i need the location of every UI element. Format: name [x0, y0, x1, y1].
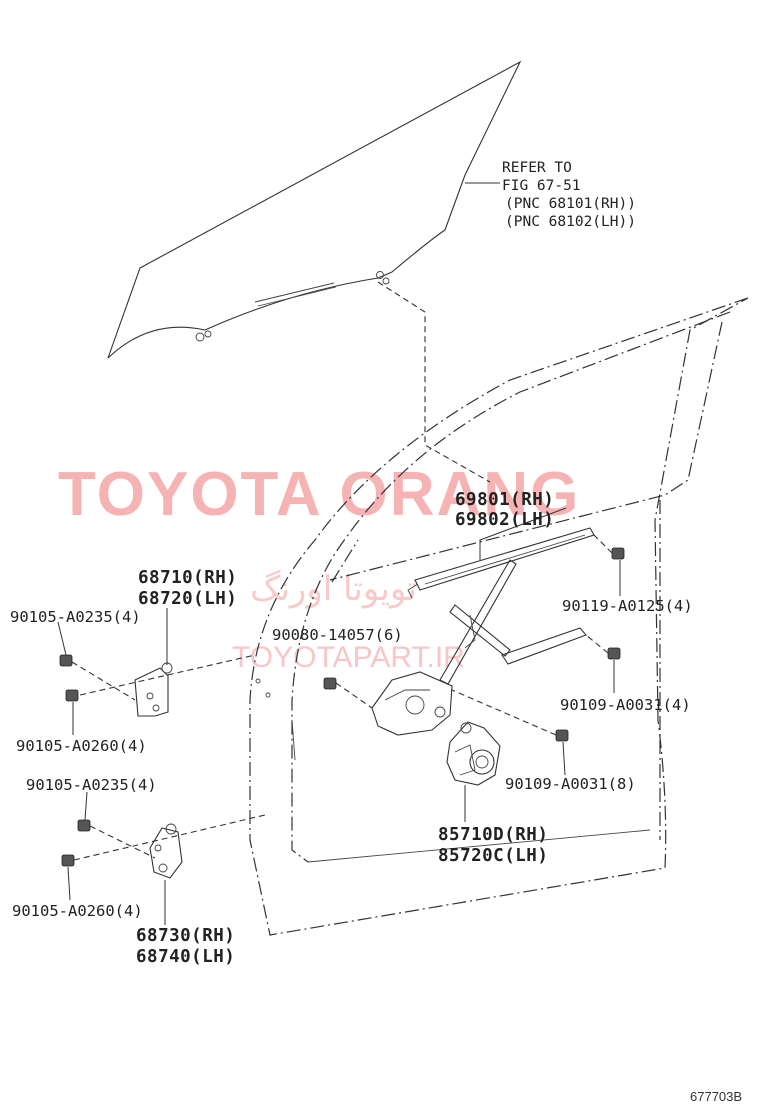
label-bolt-lower-b: 90105-A0260(4): [12, 902, 143, 920]
door-glass: [107, 60, 522, 359]
reference-note: REFER TO FIG 67-51 (PNC 68101(RH)) (PNC …: [502, 160, 636, 230]
label-bolt-regulator: 90080-14057(6): [272, 626, 403, 644]
label-motor-lh: 85720C(LH): [438, 846, 548, 866]
leader-lines: [57, 182, 621, 925]
watermark-site: TOYOTAPART.IR: [232, 641, 465, 674]
bolt-icon: [77, 819, 91, 832]
run-channel: [407, 527, 595, 599]
label-bolt-motor: 90109-A0031(8): [505, 775, 636, 793]
label-run-channel-rh: 69801(RH): [455, 490, 554, 510]
door-frame: [249, 297, 749, 936]
bolt-icon: [59, 654, 73, 667]
watermark-brand: TOYOTA ORANG: [58, 460, 580, 529]
figure-code: 677703B: [690, 1089, 742, 1104]
reference-line-2: FIG 67-51: [502, 178, 581, 194]
bolt-icon: [323, 677, 337, 690]
label-motor-rh: 85710D(RH): [438, 825, 548, 845]
bolt-icon: [611, 547, 625, 560]
bolt-icon: [61, 854, 75, 867]
label-bolt-upper-b: 90105-A0260(4): [16, 737, 147, 755]
assembly-dashes: [71, 534, 613, 861]
label-lower-hinge-rh: 68730(RH): [136, 926, 235, 946]
bolt-icons: [59, 547, 625, 867]
reference-line-1: REFER TO: [502, 160, 572, 176]
label-bolt-upper-a: 90105-A0235(4): [10, 608, 141, 626]
label-bolt-rail: 90109-A0031(4): [560, 696, 691, 714]
reference-line-3: (PNC 68101(RH)): [505, 196, 636, 212]
regulator-motor: [446, 721, 501, 786]
watermark-persian: تویوتا اورنگ: [250, 569, 417, 609]
bolt-icon: [65, 689, 79, 702]
reference-line-4: (PNC 68102(LH)): [505, 214, 636, 230]
glass-leader-dash: [377, 281, 491, 483]
bolt-icon: [555, 729, 569, 742]
label-upper-hinge-rh: 68710(RH): [138, 568, 237, 588]
label-run-channel-lh: 69802(LH): [455, 510, 554, 530]
label-upper-hinge-lh: 68720(LH): [138, 589, 237, 609]
lower-hinge: [149, 823, 183, 879]
upper-hinge: [134, 662, 173, 717]
label-lower-hinge-lh: 68740(LH): [136, 947, 235, 967]
bolt-icon: [607, 647, 621, 660]
label-bolt-lower-a: 90105-A0235(4): [26, 776, 157, 794]
regulator-bracket: [371, 671, 453, 736]
label-bolt-channel: 90119-A0125(4): [562, 597, 693, 615]
